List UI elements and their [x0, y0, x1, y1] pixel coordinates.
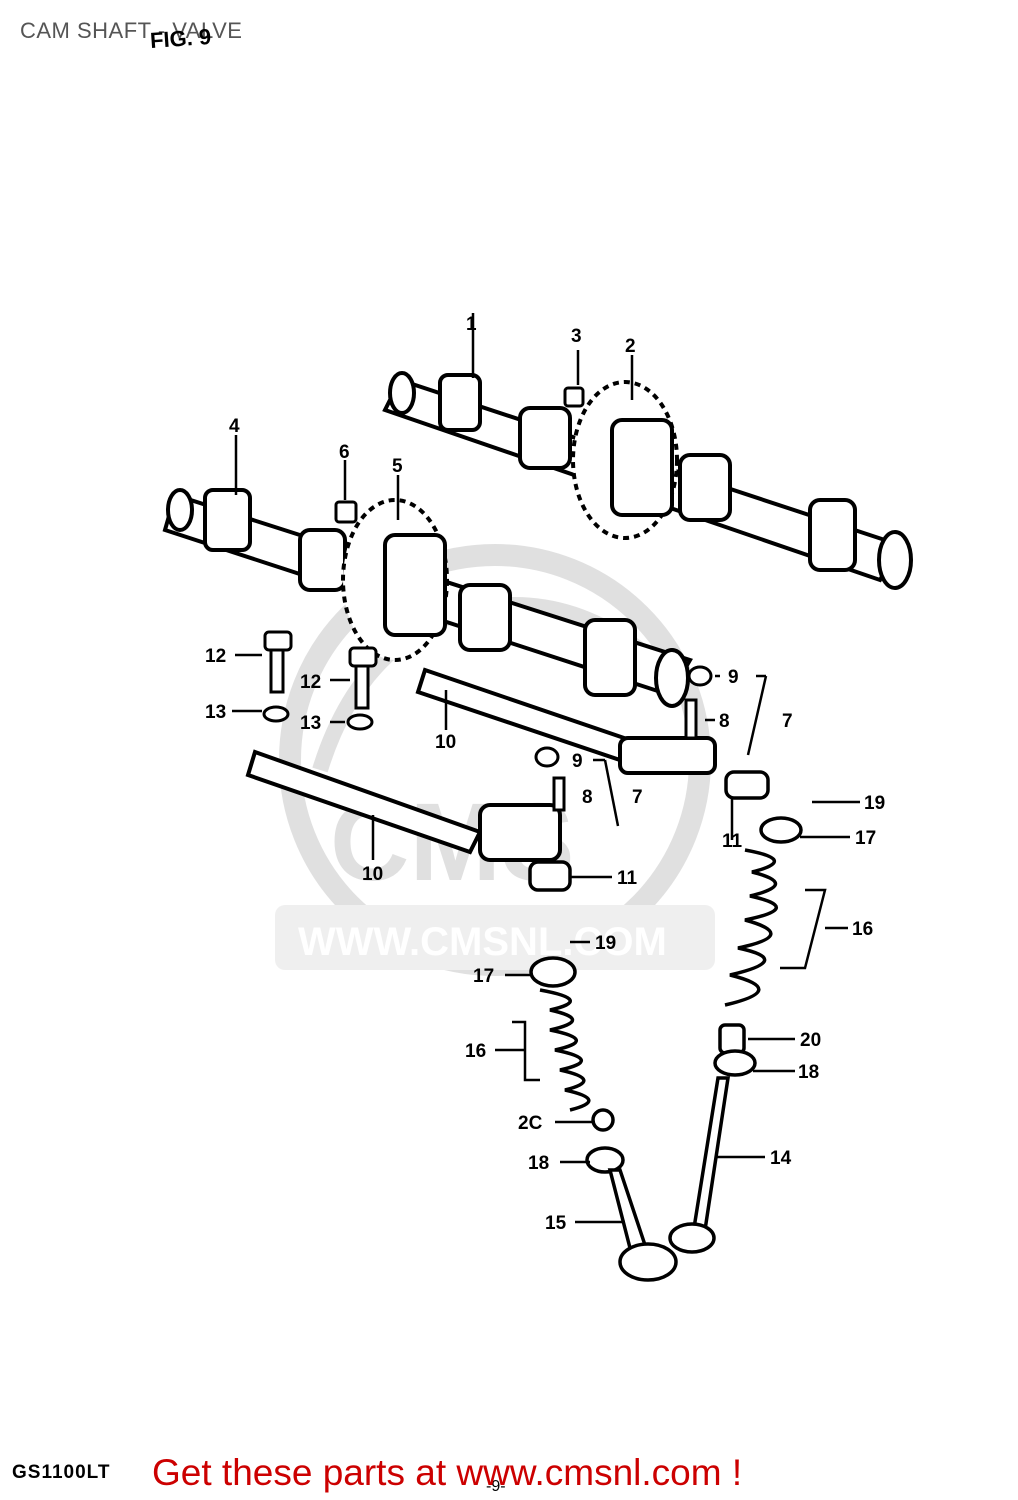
callout-2c: 2C: [518, 1113, 543, 1134]
callout-11a: 11: [722, 831, 743, 852]
rocker-shaft-lower: [245, 749, 562, 862]
callout-17b: 17: [473, 966, 494, 987]
callout-7a: 7: [782, 711, 793, 732]
callout-8a: 8: [719, 711, 730, 732]
callout-13a: 13: [205, 702, 226, 723]
callout-17a: 17: [855, 828, 876, 849]
callout-3: 3: [571, 326, 582, 347]
cam-sprocket-lower: [341, 498, 449, 662]
callout-18a: 18: [798, 1062, 819, 1083]
leader-lines: [232, 313, 860, 1224]
model-code: GS1100LT: [12, 1462, 111, 1483]
cam-sprocket-upper: [571, 380, 679, 540]
callout-4: 4: [229, 416, 240, 437]
callout-11b: 11: [617, 868, 638, 889]
callout-10b: 10: [362, 864, 383, 885]
callout-1: 1: [466, 314, 477, 335]
rocker-shaft-upper: [415, 667, 717, 775]
get-parts-link[interactable]: Get these parts at www.cmsnl.com !: [152, 1452, 743, 1493]
bolt-left: [262, 630, 293, 723]
callout-16a: 16: [852, 919, 873, 940]
bolt-sprocket-lower: [334, 500, 358, 524]
callout-12b: 12: [300, 672, 321, 693]
callout-19a: 19: [864, 793, 885, 814]
callout-labels: 1 2 3 4 5 6 12 12 13 13 10 10 9 9 8 8 7 …: [205, 314, 885, 1234]
valve-train-intake: [528, 860, 678, 1282]
callout-18b: 18: [528, 1153, 549, 1174]
callout-12a: 12: [205, 646, 226, 667]
rocker-arm-adjusters: [534, 665, 713, 812]
bolt-right: [346, 646, 378, 731]
bolt-sprocket-upper: [563, 386, 585, 408]
callout-8b: 8: [582, 787, 593, 808]
callout-7b: 7: [632, 787, 643, 808]
callout-6: 6: [339, 442, 350, 463]
valve-train-exhaust: [668, 770, 803, 1254]
callout-9b: 9: [572, 751, 583, 772]
callout-19b: 19: [595, 933, 616, 954]
callout-20: 20: [800, 1030, 821, 1051]
callout-2: 2: [625, 336, 636, 357]
page-number: -9-: [486, 1478, 506, 1495]
callout-14: 14: [770, 1148, 792, 1169]
callout-16b: 16: [465, 1041, 486, 1062]
callout-10a: 10: [435, 732, 456, 753]
callout-15: 15: [545, 1213, 567, 1234]
page-title: CAM SHAFT - VALVE: [20, 18, 243, 43]
callout-5: 5: [392, 456, 403, 477]
callout-9a: 9: [728, 667, 739, 688]
watermark-text: WWW.CMSNL.COM: [298, 920, 667, 964]
callout-13b: 13: [300, 713, 321, 734]
